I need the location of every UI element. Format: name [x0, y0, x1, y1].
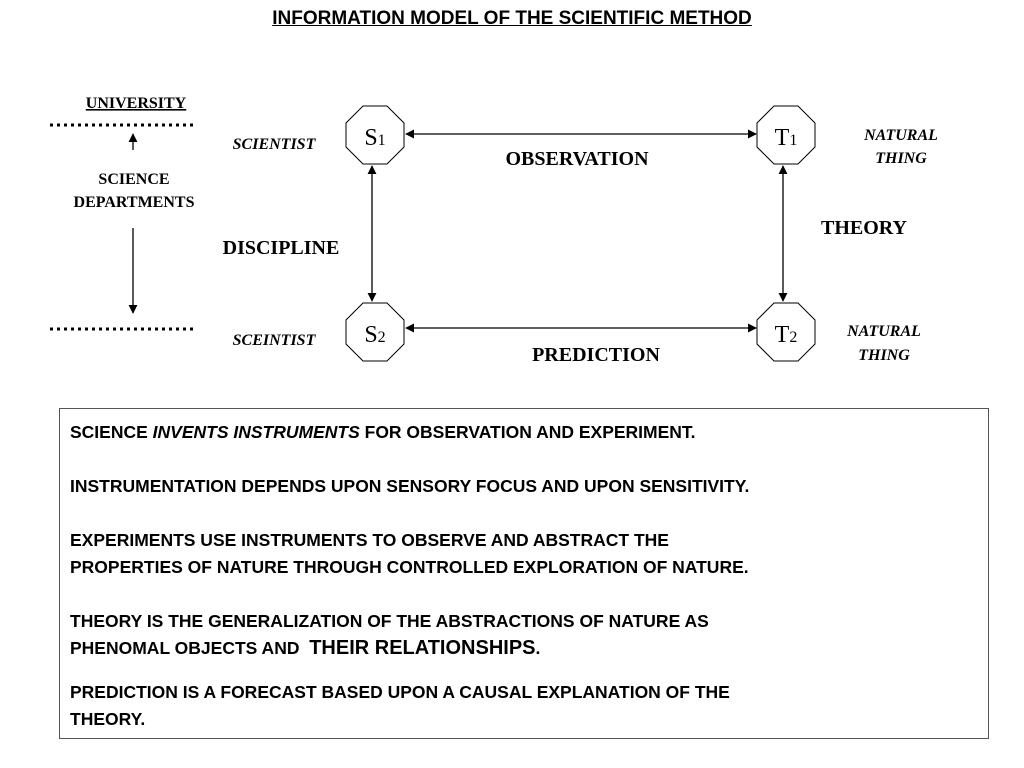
- statement-4-line2: PHENOMAL OBJECTS AND: [70, 638, 310, 658]
- node-s1-subscript: 1: [378, 132, 386, 149]
- node-s1-octagon: [345, 105, 405, 165]
- statement-4-line1: THEORY IS THE GENERALIZATION OF THE ABST…: [70, 611, 709, 631]
- statement-1-post: FOR OBSERVATION AND EXPERIMENT.: [359, 422, 696, 442]
- statement-4-emphasis: THEIR RELATIONSHIPS: [309, 637, 536, 659]
- node-s2: S2: [345, 302, 405, 362]
- statement-5-line1: PREDICTION IS A FORECAST BASED UPON A CA…: [70, 682, 730, 702]
- statement-instrumentation: INSTRUMENTATION DEPENDS UPON SENSORY FOC…: [70, 473, 978, 500]
- svg-text:T2: T2: [775, 322, 798, 348]
- node-s2-subscript: 2: [378, 329, 386, 346]
- node-t1-subscript: 1: [789, 132, 797, 149]
- node-s2-octagon: [345, 302, 405, 362]
- node-t1-octagon: [756, 105, 816, 165]
- natural-thing-label-top-line2: THING: [875, 150, 927, 167]
- science-departments-line1: SCIENCE: [98, 171, 169, 188]
- observation-label: OBSERVATION: [505, 148, 649, 170]
- discipline-label: DISCIPLINE: [223, 237, 340, 259]
- university-label: UNIVERSITY: [86, 95, 187, 112]
- svg-text:S2: S2: [364, 322, 385, 348]
- theory-label: THEORY: [821, 217, 908, 239]
- science-departments-line2: DEPARTMENTS: [74, 194, 195, 211]
- statement-3-line2: PROPERTIES OF NATURE THROUGH CONTROLLED …: [70, 557, 749, 577]
- natural-thing-label-top-line1: NATURAL: [863, 127, 938, 144]
- node-t1-letter: T: [775, 125, 790, 151]
- node-t2: T2: [756, 302, 816, 362]
- node-t2-octagon: [756, 302, 816, 362]
- statement-4-end: .: [535, 638, 541, 658]
- scientist-label-bottom: SCEINTIST: [233, 332, 317, 349]
- statement-2-text: INSTRUMENTATION DEPENDS UPON SENSORY FOC…: [70, 476, 750, 496]
- prediction-label: PREDICTION: [532, 344, 660, 366]
- node-t2-letter: T: [775, 322, 790, 348]
- page-title: INFORMATION MODEL OF THE SCIENTIFIC METH…: [272, 8, 752, 29]
- node-t2-subscript: 2: [789, 329, 797, 346]
- natural-thing-label-bottom-line2: THING: [858, 347, 910, 364]
- node-s1-letter: S: [364, 125, 377, 151]
- node-t1: T1: [756, 105, 816, 165]
- statement-5-line2: THEORY.: [70, 709, 146, 729]
- statements-box: SCIENCE INVENTS INSTRUMENTS FOR OBSERVAT…: [59, 408, 989, 739]
- statement-instruments: SCIENCE INVENTS INSTRUMENTS FOR OBSERVAT…: [70, 419, 978, 446]
- svg-text:S1: S1: [364, 125, 385, 151]
- statement-1-pre: SCIENCE: [70, 422, 153, 442]
- svg-text:T1: T1: [775, 125, 798, 151]
- statement-3-line1: EXPERIMENTS USE INSTRUMENTS TO OBSERVE A…: [70, 530, 669, 550]
- statement-1-emphasis: INVENTS INSTRUMENTS: [152, 422, 360, 442]
- scientist-label-top: SCIENTIST: [233, 136, 317, 153]
- scientific-method-diagram: UNIVERSITY SCIENCE DEPARTMENTS OBSERVATI…: [50, 95, 938, 366]
- natural-thing-label-bottom-line1: NATURAL: [846, 323, 921, 340]
- node-s2-letter: S: [364, 322, 377, 348]
- node-s1: S1: [345, 105, 405, 165]
- statement-theory: THEORY IS THE GENERALIZATION OF THE ABST…: [70, 608, 978, 662]
- statement-prediction: PREDICTION IS A FORECAST BASED UPON A CA…: [70, 679, 978, 733]
- statement-experiments: EXPERIMENTS USE INSTRUMENTS TO OBSERVE A…: [70, 527, 978, 581]
